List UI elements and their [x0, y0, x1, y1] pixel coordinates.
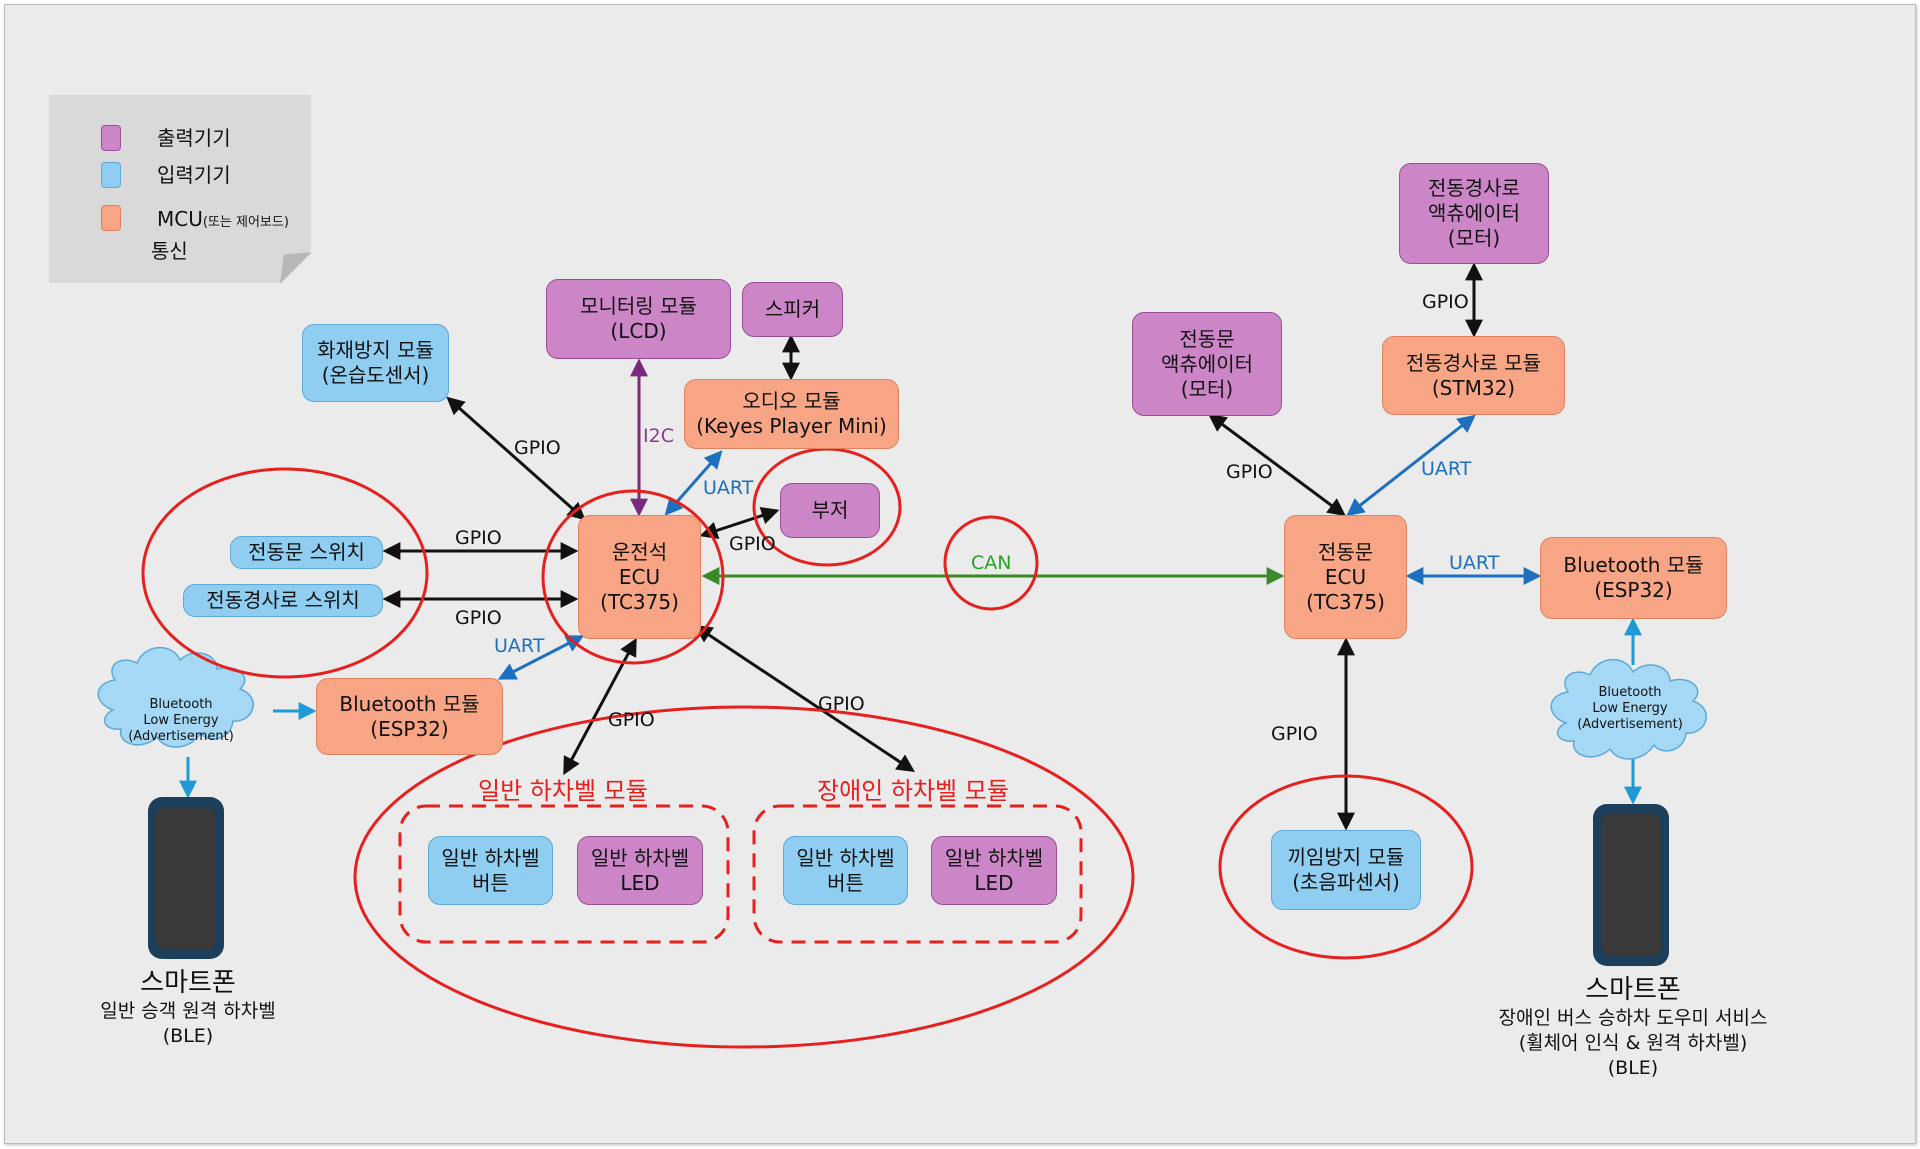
- smartphone-left-caption: 스마트폰 일반 승객 원격 하차벨 (BLE): [38, 967, 338, 1049]
- smartphone-left-subtitle: 일반 승객 원격 하차벨 (BLE): [100, 1000, 276, 1047]
- buzzer: 부저: [780, 483, 880, 538]
- highlight-can: [943, 515, 1039, 611]
- smartphone-left: [148, 797, 224, 959]
- legend-comm-label: 통신: [151, 239, 188, 263]
- label-i2c: I2C: [643, 425, 674, 447]
- label-gpio-fire: GPIO: [514, 437, 561, 459]
- disabled-bell-led: 일반 하차벨 LED: [931, 836, 1057, 905]
- label-can: CAN: [971, 552, 1012, 574]
- driver-bluetooth-module: Bluetooth 모듈 (ESP32): [316, 678, 503, 755]
- link-ecu-bluetooth: [497, 635, 585, 680]
- monitoring-module: 모니터링 모듈 (LCD): [546, 279, 731, 359]
- disabled-bell-group-border: [752, 804, 1083, 944]
- disabled-bell-button: 일반 하차벨 버튼: [783, 836, 908, 905]
- door-bluetooth-module: Bluetooth 모듈 (ESP32): [1540, 537, 1727, 619]
- legend-input-label: 입력기기: [157, 163, 231, 187]
- smartphone-right: [1593, 804, 1669, 966]
- disabled-bell-group-title: 장애인 하차벨 모듈: [817, 777, 1009, 805]
- diagram-canvas: 출력기기 입력기기 MCU(또는 제어보드) 통신 화재방지 모듈 (온습도센서…: [4, 4, 1916, 1144]
- label-gpio-anti-pinch: GPIO: [1271, 723, 1318, 745]
- label-uart-door-bluetooth: UART: [1449, 552, 1500, 574]
- label-uart-ramp-module: UART: [1421, 458, 1472, 480]
- driver-ecu: 운전석 ECU (TC375): [578, 515, 701, 639]
- connection-layer: [83, 241, 1707, 1049]
- door-ecu: 전동문 ECU (TC375): [1284, 515, 1407, 639]
- smartphone-right-subtitle: 장애인 버스 승하차 도우미 서비스 (휠체어 인식 & 원격 하차벨) (BL…: [1498, 1007, 1768, 1079]
- legend-output-label: 출력기기: [157, 126, 231, 150]
- smartphone-right-caption: 스마트폰 장애인 버스 승하차 도우미 서비스 (휠체어 인식 & 원격 하차벨…: [1443, 974, 1823, 1081]
- link-door-actuator-ecu: [1208, 413, 1346, 517]
- link-fire-ecu: [446, 396, 586, 521]
- legend-mcu-swatch: [101, 205, 121, 231]
- smartphone-left-screen: [156, 807, 216, 949]
- label-gpio-general-bell: GPIO: [608, 709, 655, 731]
- ramp-module: 전동경사로 모듈 (STM32): [1382, 336, 1565, 415]
- fire-prevention-module: 화재방지 모듈 (온습도센서): [302, 324, 449, 402]
- link-ecu-general-bell: [563, 637, 637, 776]
- label-uart-audio: UART: [703, 477, 754, 499]
- highlight-buzzer: [752, 447, 902, 567]
- ble-cloud-left-text: Bluetooth Low Energy (Advertisement): [128, 697, 234, 744]
- label-gpio-door-switch: GPIO: [455, 527, 502, 549]
- anti-pinch-module: 끼임방지 모듈 (초음파센서): [1271, 830, 1421, 910]
- general-bell-button: 일반 하차벨 버튼: [428, 836, 553, 905]
- audio-module: 오디오 모듈 (Keyes Player Mini): [684, 379, 899, 449]
- label-gpio-door-actuator: GPIO: [1226, 461, 1273, 483]
- link-ramp-module-ecu: [1346, 414, 1476, 517]
- general-bell-group-border: [398, 804, 730, 944]
- label-gpio-disabled-bell: GPIO: [818, 693, 865, 715]
- door-switch: 전동문 스위치: [230, 536, 383, 569]
- label-uart-bluetooth: UART: [494, 635, 545, 657]
- ramp-actuator: 전동경사로 액츄에이터 (모터): [1399, 163, 1549, 264]
- smartphone-right-screen: [1601, 814, 1661, 956]
- label-gpio-buzzer: GPIO: [729, 533, 776, 555]
- ble-cloud-left: [97, 646, 254, 748]
- door-actuator: 전동문 액츄에이터 (모터): [1132, 312, 1282, 416]
- highlight-anti-pinch: [1218, 774, 1474, 960]
- speaker: 스피커: [742, 282, 843, 337]
- ble-cloud-right-text: Bluetooth Low Energy (Advertisement): [1577, 685, 1683, 732]
- legend-mcu-label: MCU(또는 제어보드): [157, 207, 289, 231]
- ramp-switch: 전동경사로 스위치: [183, 584, 383, 617]
- legend: [49, 95, 311, 283]
- legend-output-swatch: [101, 125, 121, 151]
- label-gpio-ramp-switch: GPIO: [455, 607, 502, 629]
- general-bell-led: 일반 하차벨 LED: [577, 836, 703, 905]
- link-ecu-buzzer: [699, 506, 780, 540]
- general-bell-group-title: 일반 하차벨 모듈: [478, 777, 648, 805]
- smartphone-right-title: 스마트폰: [1585, 975, 1681, 1005]
- link-ecu-disabled-bell: [694, 625, 915, 772]
- highlight-bell-modules: [353, 705, 1135, 1049]
- highlight-switches: [141, 467, 429, 679]
- smartphone-left-title: 스마트폰: [140, 968, 236, 998]
- ble-cloud-right: [1550, 658, 1707, 760]
- highlight-driver-ecu: [541, 489, 725, 665]
- legend-input-swatch: [101, 162, 121, 188]
- label-gpio-ramp-actuator: GPIO: [1422, 291, 1469, 313]
